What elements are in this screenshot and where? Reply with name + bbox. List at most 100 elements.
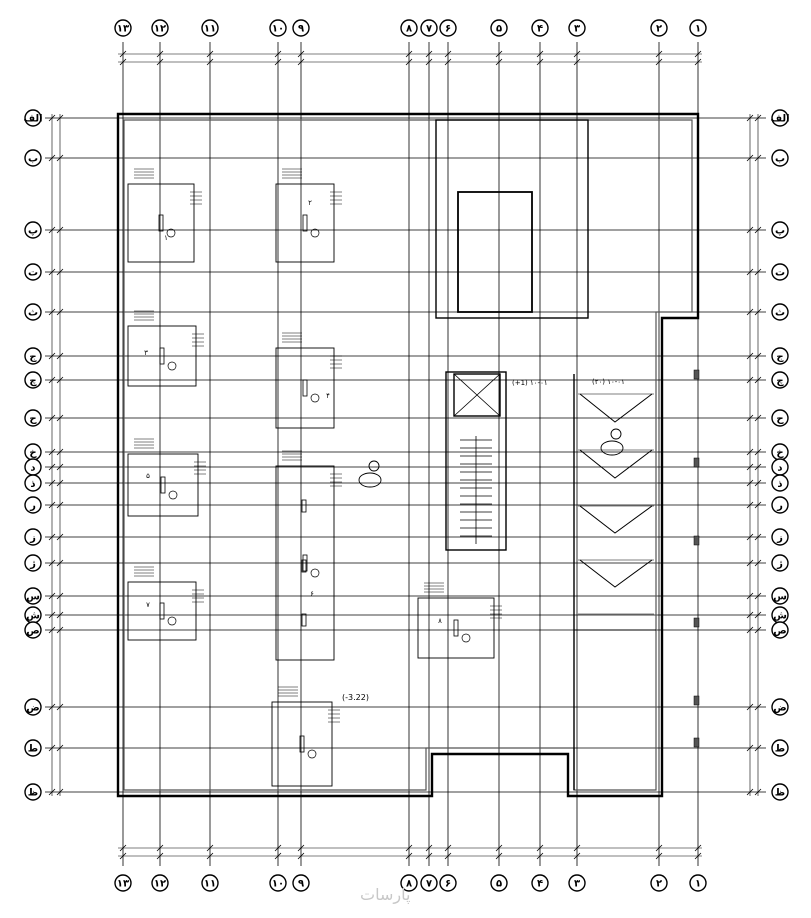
footing-number: ۳ <box>144 349 148 357</box>
dimension-tick <box>274 844 282 852</box>
dimension-tick <box>48 352 56 360</box>
dimension-tick <box>56 611 64 619</box>
axis-bubble <box>650 874 668 892</box>
axis-bubble <box>771 303 789 321</box>
axis-bubble-label: ر <box>29 501 36 512</box>
axis-bubble <box>114 19 132 37</box>
dimension-tick <box>405 852 413 860</box>
dimension-tick <box>754 376 762 384</box>
axis-bubble <box>269 874 287 892</box>
axis-bubble <box>420 874 438 892</box>
section-marker <box>310 393 320 403</box>
section-marker <box>307 749 317 759</box>
dimension-tick <box>48 501 56 509</box>
axis-bubble <box>400 874 418 892</box>
dimension-tick <box>573 844 581 852</box>
dimension-tick <box>495 852 503 860</box>
axis-bubble-label: ۱۱ <box>204 879 216 890</box>
building-outline <box>116 112 700 798</box>
dimension-tick <box>746 268 754 276</box>
dimension-tick <box>48 414 56 422</box>
axis-bubble <box>771 528 789 546</box>
axis-bubble-label: ص <box>773 626 786 637</box>
dimension-tick <box>754 114 762 122</box>
dimension-tick <box>746 414 754 422</box>
axis-bubble-label: چ <box>29 376 37 387</box>
axis-bubble <box>490 874 508 892</box>
axis-bubble-label: ۴ <box>537 879 543 890</box>
axis-bubble-label: ث <box>775 308 785 319</box>
dimension-tick <box>746 376 754 384</box>
column-stub <box>453 619 459 637</box>
axis-bubble-label: ت <box>28 268 38 279</box>
dimension-tick <box>754 352 762 360</box>
axis-bubble-label: ح <box>776 414 784 425</box>
axis-bubble-label: پ <box>775 226 785 237</box>
axis-bubble-label: الف <box>770 114 789 125</box>
dimension-tick <box>48 559 56 567</box>
column-stub <box>301 559 307 573</box>
footing-pad <box>275 465 335 661</box>
footing-pad <box>275 347 335 429</box>
section-marker <box>168 490 178 500</box>
axis-bubble-label: ز <box>29 533 36 544</box>
stair-core <box>445 371 507 551</box>
column-stub <box>693 535 700 546</box>
dimension-tick <box>746 703 754 711</box>
column-stub <box>302 554 308 572</box>
interior-wall-line <box>123 119 693 791</box>
axis-bubble <box>151 874 169 892</box>
section-marker <box>310 228 320 238</box>
dimension-tick <box>694 844 702 852</box>
dimension-tick <box>56 226 64 234</box>
dimension-tick <box>746 463 754 471</box>
footing-number: ۲ <box>308 199 312 207</box>
footing-pad <box>127 581 197 641</box>
dimension-tick <box>156 58 164 66</box>
dimension-tick <box>56 533 64 541</box>
dimension-tick <box>746 533 754 541</box>
axis-bubble-label: ط <box>775 744 785 755</box>
ramp-slope-arrows <box>580 394 652 614</box>
dimension-tick <box>655 844 663 852</box>
axis-bubble-label: ث <box>28 308 38 319</box>
dimension-tick <box>48 479 56 487</box>
dimension-tick <box>48 448 56 456</box>
axis-bubble-label: ۳ <box>574 879 580 890</box>
exterior-wall <box>116 112 700 798</box>
dimension-tick <box>754 559 762 567</box>
axis-bubble <box>771 263 789 281</box>
dimension-tick <box>274 50 282 58</box>
column-stub <box>302 379 308 397</box>
axis-bubble-label: ۱۲ <box>154 24 166 35</box>
dimension-tick <box>206 852 214 860</box>
dimension-tick <box>425 844 433 852</box>
dimension-tick <box>746 226 754 234</box>
dimension-tick <box>56 626 64 634</box>
axis-bubble <box>24 474 42 492</box>
dimension-tick <box>444 844 452 852</box>
axis-bubble <box>771 739 789 757</box>
footing-number: ۱ <box>164 234 168 242</box>
axis-bubble-label: ز <box>776 533 783 544</box>
dimension-tick <box>56 114 64 122</box>
dimension-tick <box>444 58 452 66</box>
dimension-tick <box>746 479 754 487</box>
axis-bubble <box>24 587 42 605</box>
axis-bubble <box>24 528 42 546</box>
dimension-tick <box>119 58 127 66</box>
dimension-tick <box>746 559 754 567</box>
dimension-tick <box>56 703 64 711</box>
axis-bubble-label: ۲ <box>656 879 662 890</box>
dimension-tick <box>746 448 754 456</box>
dimension-tick <box>48 626 56 634</box>
footing-number: ۷ <box>146 601 150 609</box>
axis-bubble-label: ۷ <box>426 24 432 35</box>
dimension-tick <box>536 50 544 58</box>
dimension-tick <box>536 852 544 860</box>
axis-bubble-label: ۸ <box>406 24 412 35</box>
dimension-tick <box>56 414 64 422</box>
axis-bubble <box>24 371 42 389</box>
